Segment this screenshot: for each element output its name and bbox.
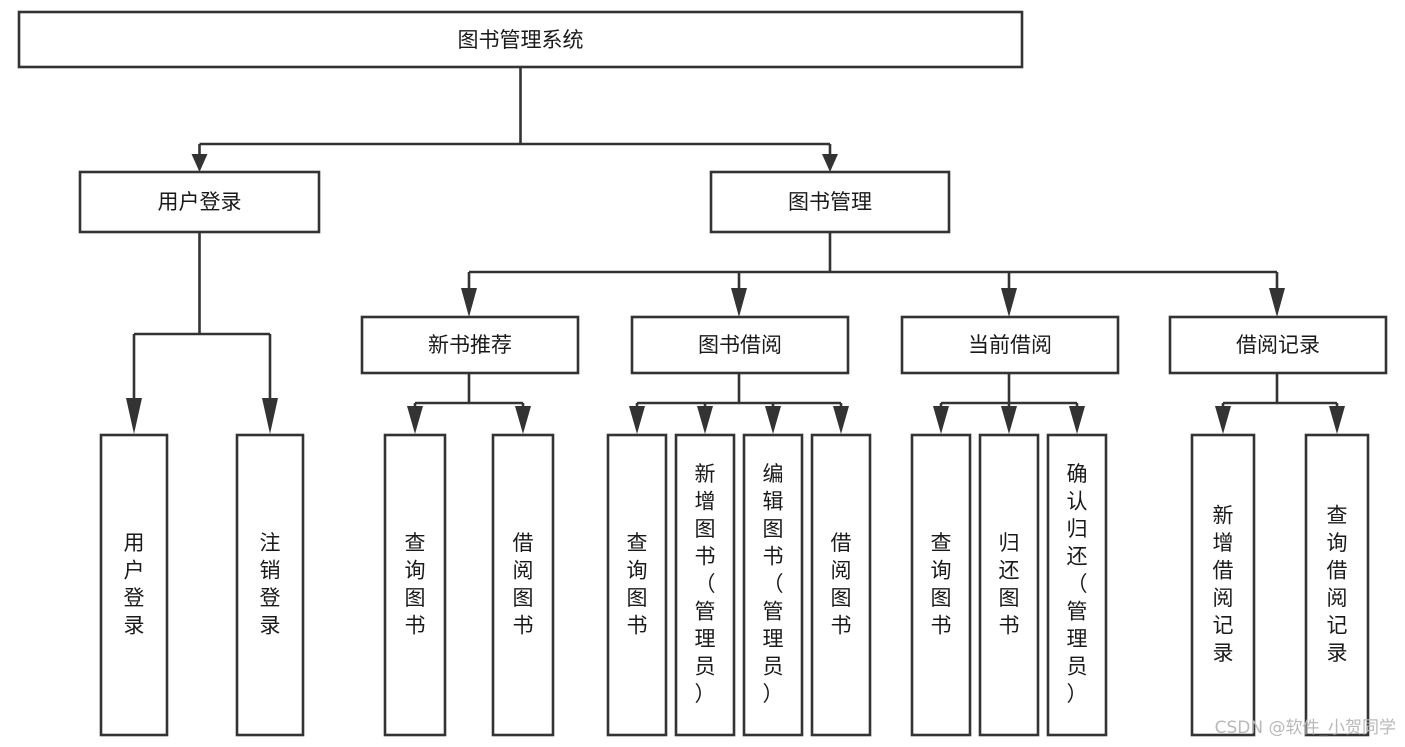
leaf-add-record-label: 新增借阅记录 [1213,503,1234,665]
arrow-leaf-borrow-book-rec-icon [515,406,531,434]
leaf-return-book-box[interactable] [978,433,1040,737]
leaf-query-record[interactable]: 查询借阅记录 [1304,433,1370,737]
node-book-borrow[interactable]: 图书借阅 [630,315,850,375]
node-current-borrow[interactable]: 当前借阅 [900,315,1120,375]
arrow-leaf-return-book-icon [1001,406,1017,434]
node-root[interactable]: 图书管理系统 [17,10,1024,69]
leaf-add-book-label: 新增图书（管理员） [695,462,716,706]
leaf-confirm-return-label: 确认归还（管理员） [1067,462,1088,706]
arrow-leaf-user-logout-icon [262,398,278,434]
arrow-leaf-user-login-icon [126,398,142,434]
leaf-user-login[interactable]: 用户登录 [99,433,169,737]
leaf-query-book-cur-label: 查询图书 [931,531,952,638]
leaf-user-logout-label: 注销登录 [260,531,281,638]
leaf-return-book[interactable]: 归还图书 [978,433,1040,737]
leaf-borrow-book-box[interactable] [810,433,872,737]
leaf-borrow-book-label: 借阅图书 [831,531,852,638]
node-new-book-recommend[interactable]: 新书推荐 [360,315,580,375]
node-new-book-recommend-box[interactable] [360,315,580,375]
leaf-add-record-box[interactable] [1190,433,1256,737]
node-current-borrow-label: 当前借阅 [968,333,1052,357]
node-borrow-record-box[interactable] [1168,315,1388,375]
arrow-new-book-recommend-icon [461,288,477,317]
leaf-borrow-book-rec-box[interactable] [491,433,555,737]
node-user-login-label: 用户登录 [158,190,242,214]
node-user-login-box[interactable] [78,170,321,234]
node-book-borrow-label: 图书借阅 [698,333,782,357]
leaf-borrow-book[interactable]: 借阅图书 [810,433,872,737]
leaf-user-login-label: 用户登录 [124,531,145,638]
arrow-to-book-management-icon [822,154,838,172]
leaf-query-book-rec[interactable]: 查询图书 [383,433,447,737]
leaf-query-book-rec-box[interactable] [383,433,447,737]
node-book-management-label: 图书管理 [788,190,872,214]
arrow-leaf-query-record-icon [1329,406,1345,434]
node-book-borrow-box[interactable] [630,315,850,375]
node-root-box[interactable] [17,10,1024,69]
leaf-query-book-rec-label: 查询图书 [405,531,426,638]
arrow-leaf-add-record-icon [1215,406,1231,434]
node-user-login[interactable]: 用户登录 [78,170,321,234]
leaf-edit-book[interactable]: 编辑图书（管理员） [742,433,804,737]
leaf-user-logout[interactable]: 注销登录 [235,433,305,737]
arrow-leaf-confirm-return-icon [1069,406,1085,434]
leaf-query-book-borrow[interactable]: 查询图书 [606,433,668,737]
arrow-borrow-record-icon [1269,288,1285,317]
leaf-query-record-box[interactable] [1304,433,1370,737]
arrow-book-borrow-icon [731,288,747,317]
leaf-query-book-borrow-label: 查询图书 [627,531,648,638]
leaf-user-login-box[interactable] [99,433,169,737]
arrow-leaf-query-book-borrow-icon [629,406,645,434]
leaf-confirm-return[interactable]: 确认归还（管理员） [1046,433,1108,737]
leaf-user-logout-box[interactable] [235,433,305,737]
node-book-management[interactable]: 图书管理 [709,170,951,234]
node-borrow-record[interactable]: 借阅记录 [1168,315,1388,375]
arrow-leaf-borrow-book-icon [833,406,849,434]
connector-group [126,67,1345,434]
leaf-add-book[interactable]: 新增图书（管理员） [674,433,736,737]
leaf-query-book-cur-box[interactable] [910,433,972,737]
node-root-label: 图书管理系统 [458,28,584,52]
arrow-leaf-add-book-icon [697,406,713,434]
csdn-watermark: CSDN @软件_小贺同学 [1215,718,1396,738]
arrow-to-user-login-icon [191,154,208,172]
arrow-leaf-edit-book-icon [765,406,781,434]
leaf-edit-book-box[interactable] [742,433,804,737]
leaf-borrow-book-rec-label: 借阅图书 [513,531,534,638]
leaf-add-record[interactable]: 新增借阅记录 [1190,433,1256,737]
leaf-add-book-box[interactable] [674,433,736,737]
leaf-return-book-label: 归还图书 [999,531,1020,638]
leaf-query-record-label: 查询借阅记录 [1327,503,1348,665]
arrow-leaf-query-book-cur-icon [933,406,949,434]
leaf-confirm-return-box[interactable] [1046,433,1108,737]
leaf-query-book-cur[interactable]: 查询图书 [910,433,972,737]
leaf-edit-book-label: 编辑图书（管理员） [763,462,784,706]
node-book-management-box[interactable] [709,170,951,234]
node-new-book-recommend-label: 新书推荐 [428,333,512,357]
node-current-borrow-box[interactable] [900,315,1120,375]
arrow-current-borrow-icon [1001,288,1017,317]
arrow-leaf-query-book-rec-icon [407,406,423,434]
leaf-query-book-borrow-box[interactable] [606,433,668,737]
leaf-borrow-book-rec[interactable]: 借阅图书 [491,433,555,737]
node-borrow-record-label: 借阅记录 [1236,333,1320,357]
